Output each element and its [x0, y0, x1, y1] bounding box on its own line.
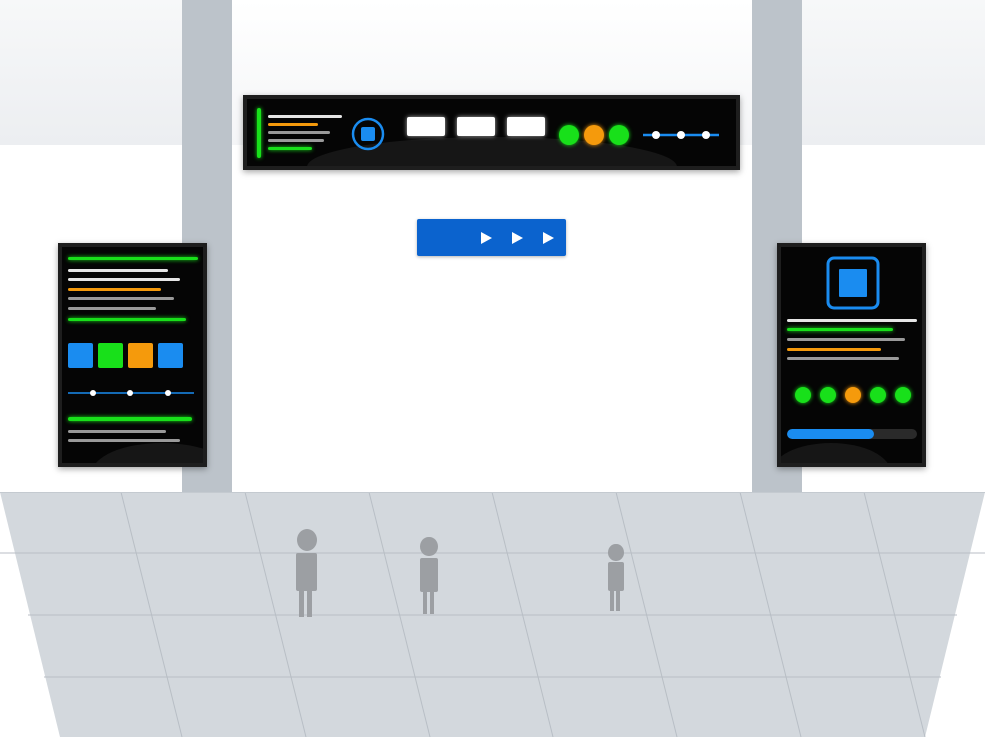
- screen-button[interactable]: [457, 117, 495, 136]
- person-body: [296, 553, 317, 591]
- play-arrow-icon: [512, 231, 523, 244]
- text-line: [268, 147, 312, 150]
- play-arrow-icon: [481, 231, 492, 244]
- status-dot: [559, 125, 579, 145]
- text-line: [268, 139, 324, 142]
- text-line: [68, 269, 168, 272]
- text-line: [68, 288, 161, 291]
- text-line: [787, 319, 917, 322]
- person-leg: [616, 591, 621, 611]
- person-body: [608, 562, 624, 592]
- text-line: [268, 123, 318, 126]
- tiled-floor: [0, 492, 985, 737]
- status-dot: [870, 387, 886, 403]
- person-leg: [299, 591, 304, 617]
- text-line: [787, 357, 899, 360]
- status-accent-bar: [257, 108, 261, 158]
- person-head: [296, 529, 317, 551]
- left-info-display: [58, 243, 207, 467]
- play-banner[interactable]: [417, 219, 566, 256]
- slider-track-icon: [68, 390, 194, 396]
- status-dot: [845, 387, 861, 403]
- text-line: [68, 417, 192, 421]
- person-silhouette: [420, 537, 439, 616]
- person-silhouette: [296, 529, 318, 619]
- text-line: [68, 318, 186, 321]
- person-silhouette: [608, 544, 625, 612]
- person-head: [608, 544, 624, 561]
- text-line: [787, 328, 893, 331]
- progress-fill: [787, 429, 875, 439]
- slider-track-icon: [643, 131, 719, 139]
- person-body: [420, 558, 439, 592]
- screen-glare: [781, 443, 891, 463]
- play-arrow-icon: [543, 231, 554, 244]
- text-line: [68, 439, 180, 442]
- text-line: [68, 430, 166, 433]
- stop-square-icon: [826, 256, 880, 310]
- text-line: [68, 307, 156, 310]
- floor-grid: [0, 492, 985, 737]
- person-leg: [429, 591, 435, 615]
- status-dot: [584, 125, 604, 145]
- person-leg: [610, 591, 615, 611]
- text-line: [787, 338, 905, 341]
- right-status-display: [777, 243, 926, 467]
- screen-glare: [92, 443, 203, 463]
- screen-button[interactable]: [407, 117, 445, 136]
- status-dot: [609, 125, 629, 145]
- text-line: [68, 297, 174, 300]
- top-banner-display: [243, 95, 740, 170]
- person-head: [420, 537, 439, 557]
- person-leg: [307, 591, 312, 617]
- text-line: [787, 348, 881, 351]
- progress-track: [787, 429, 917, 439]
- status-dot: [795, 387, 811, 403]
- stop-square-icon: [351, 117, 385, 151]
- text-line: [68, 278, 180, 281]
- person-leg: [422, 591, 428, 615]
- color-tile: [128, 343, 153, 368]
- screen-button[interactable]: [507, 117, 545, 136]
- text-line: [268, 131, 330, 134]
- text-line: [68, 257, 198, 260]
- color-tile: [98, 343, 123, 368]
- color-tile: [68, 343, 93, 368]
- color-tile: [158, 343, 183, 368]
- status-dot: [820, 387, 836, 403]
- status-dot: [895, 387, 911, 403]
- text-line: [268, 115, 342, 118]
